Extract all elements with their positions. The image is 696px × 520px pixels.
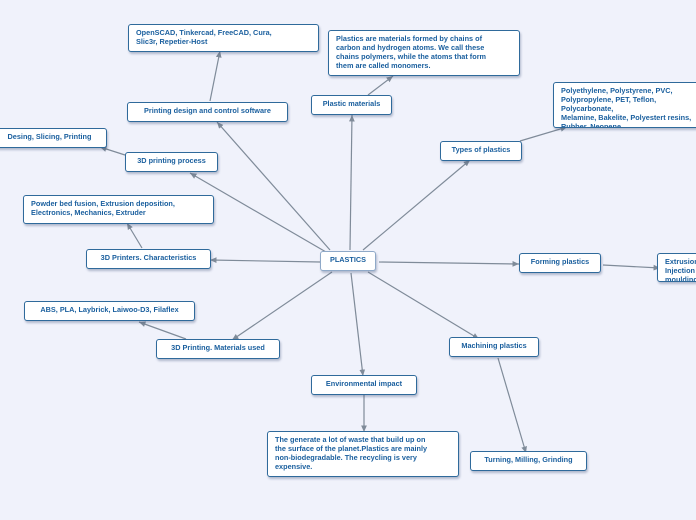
topic-materials-list[interactable]: ABS, PLA, Laybrick, Laiwoo-D3, Filaflex [24, 301, 195, 321]
topic-forming-list[interactable]: Extrusion, Injection moulding [657, 253, 696, 282]
topic-printing-software[interactable]: Printing design and control software [127, 102, 288, 122]
topic-software-list[interactable]: OpenSCAD, Tinkercad, FreeCAD, Cura, Slic… [128, 24, 319, 52]
connector-plastics-to-characteristics [209, 257, 321, 263]
topic-plastic-materials[interactable]: Plastic materials [311, 95, 392, 115]
topic-types-of-plastics[interactable]: Types of plastics [440, 141, 522, 161]
topic-printers-characteristics[interactable]: 3D Printers. Characteristics [86, 249, 211, 269]
central-topic-plastics[interactable]: PLASTICS [320, 251, 376, 271]
topic-process-steps[interactable]: Desing, Slicing, Printing [0, 128, 107, 148]
topic-plastic-definition[interactable]: Plastics are materials formed by chains … [328, 30, 520, 76]
topic-machining-list[interactable]: Turning, Milling, Grinding [470, 451, 587, 471]
topic-types-list[interactable]: Polyethylene, Polystyrene, PVC, Polyprop… [553, 82, 696, 128]
connector-plastics-to-machining [367, 271, 480, 340]
connector-plastics-to-software [216, 121, 331, 251]
connector-materials-to-definition [367, 75, 394, 96]
connector-plastics-to-materials [231, 271, 333, 341]
connector-types-to-list [519, 126, 568, 142]
topic-machining-plastics[interactable]: Machining plastics [449, 337, 539, 357]
topic-printing-process[interactable]: 3D printing process [125, 152, 218, 172]
connector-plastics-to-process [189, 172, 327, 253]
topic-characteristics-list[interactable]: Powder bed fusion, Extrusion deposition,… [23, 195, 214, 224]
connector-plastics-to-forming [378, 261, 520, 267]
topic-printing-materials[interactable]: 3D Printing. Materials used [156, 339, 280, 359]
connector-forming-to-list [602, 264, 661, 271]
connector-plastics-to-materials-def [349, 114, 355, 251]
connector-process-to-steps [99, 146, 126, 156]
topic-impact-text[interactable]: The generate a lot of waste that build u… [267, 431, 459, 477]
connector-materials-to-list [138, 321, 187, 340]
connector-machining-to-list [497, 357, 527, 454]
connector-software-to-list [209, 50, 222, 102]
connector-characteristics-to-list [126, 222, 143, 249]
connector-plastics-to-types [362, 159, 471, 251]
connector-plastics-to-environment [350, 272, 366, 377]
topic-forming-plastics[interactable]: Forming plastics [519, 253, 601, 273]
topic-environmental-impact[interactable]: Environmental impact [311, 375, 417, 395]
